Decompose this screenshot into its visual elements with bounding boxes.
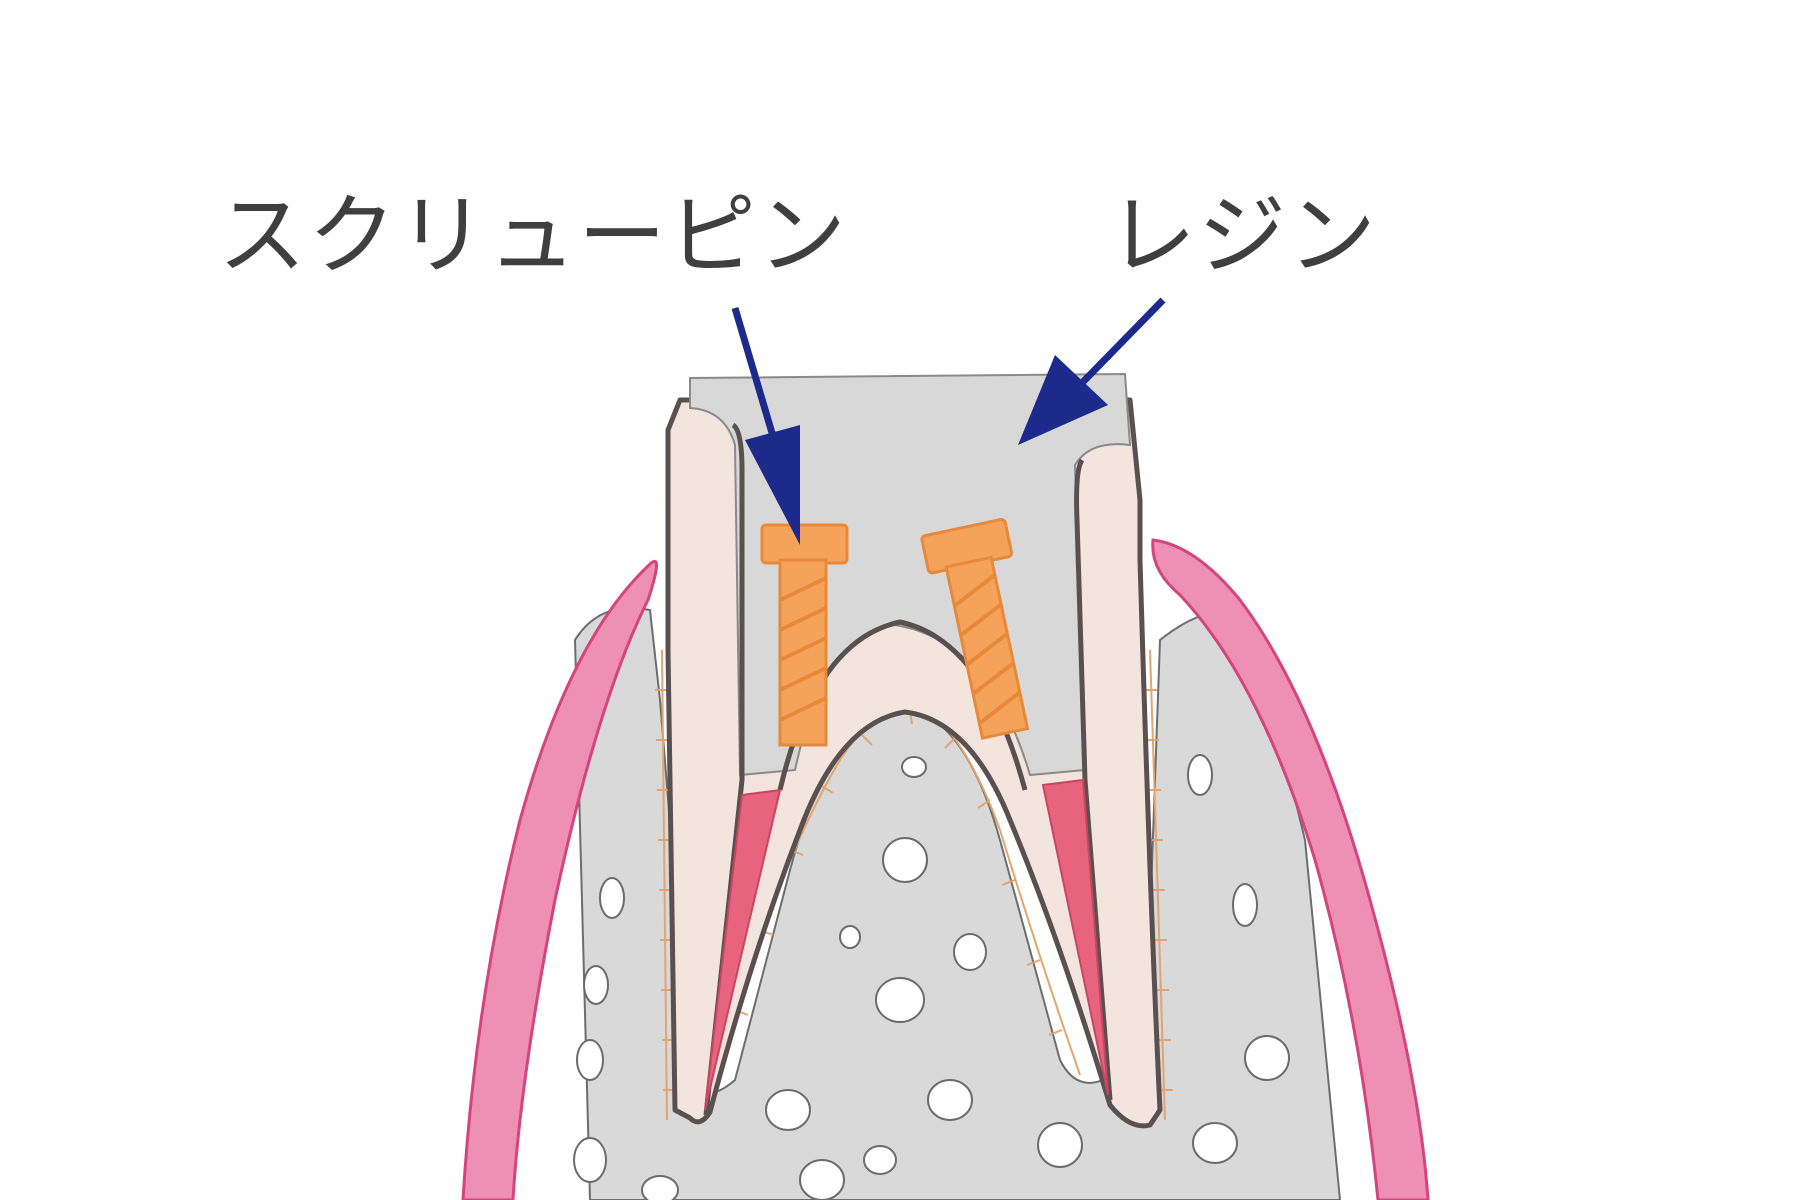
screw-pin-left [760,523,849,747]
pulp-left [704,788,782,1111]
gum-left [461,559,658,1200]
screw-pin-label: スクリューピン [218,184,849,287]
arrow-icon [1018,297,1166,445]
bone-marrow-holes [573,754,1290,1200]
pulp-right [1041,778,1109,1096]
arrow-icon [731,307,800,545]
root-canal-right-wall [1074,458,1113,1101]
screw-pin-right [920,518,1030,740]
resin-label: レジン [1108,184,1379,287]
root-canal-left-wall [703,422,745,1116]
